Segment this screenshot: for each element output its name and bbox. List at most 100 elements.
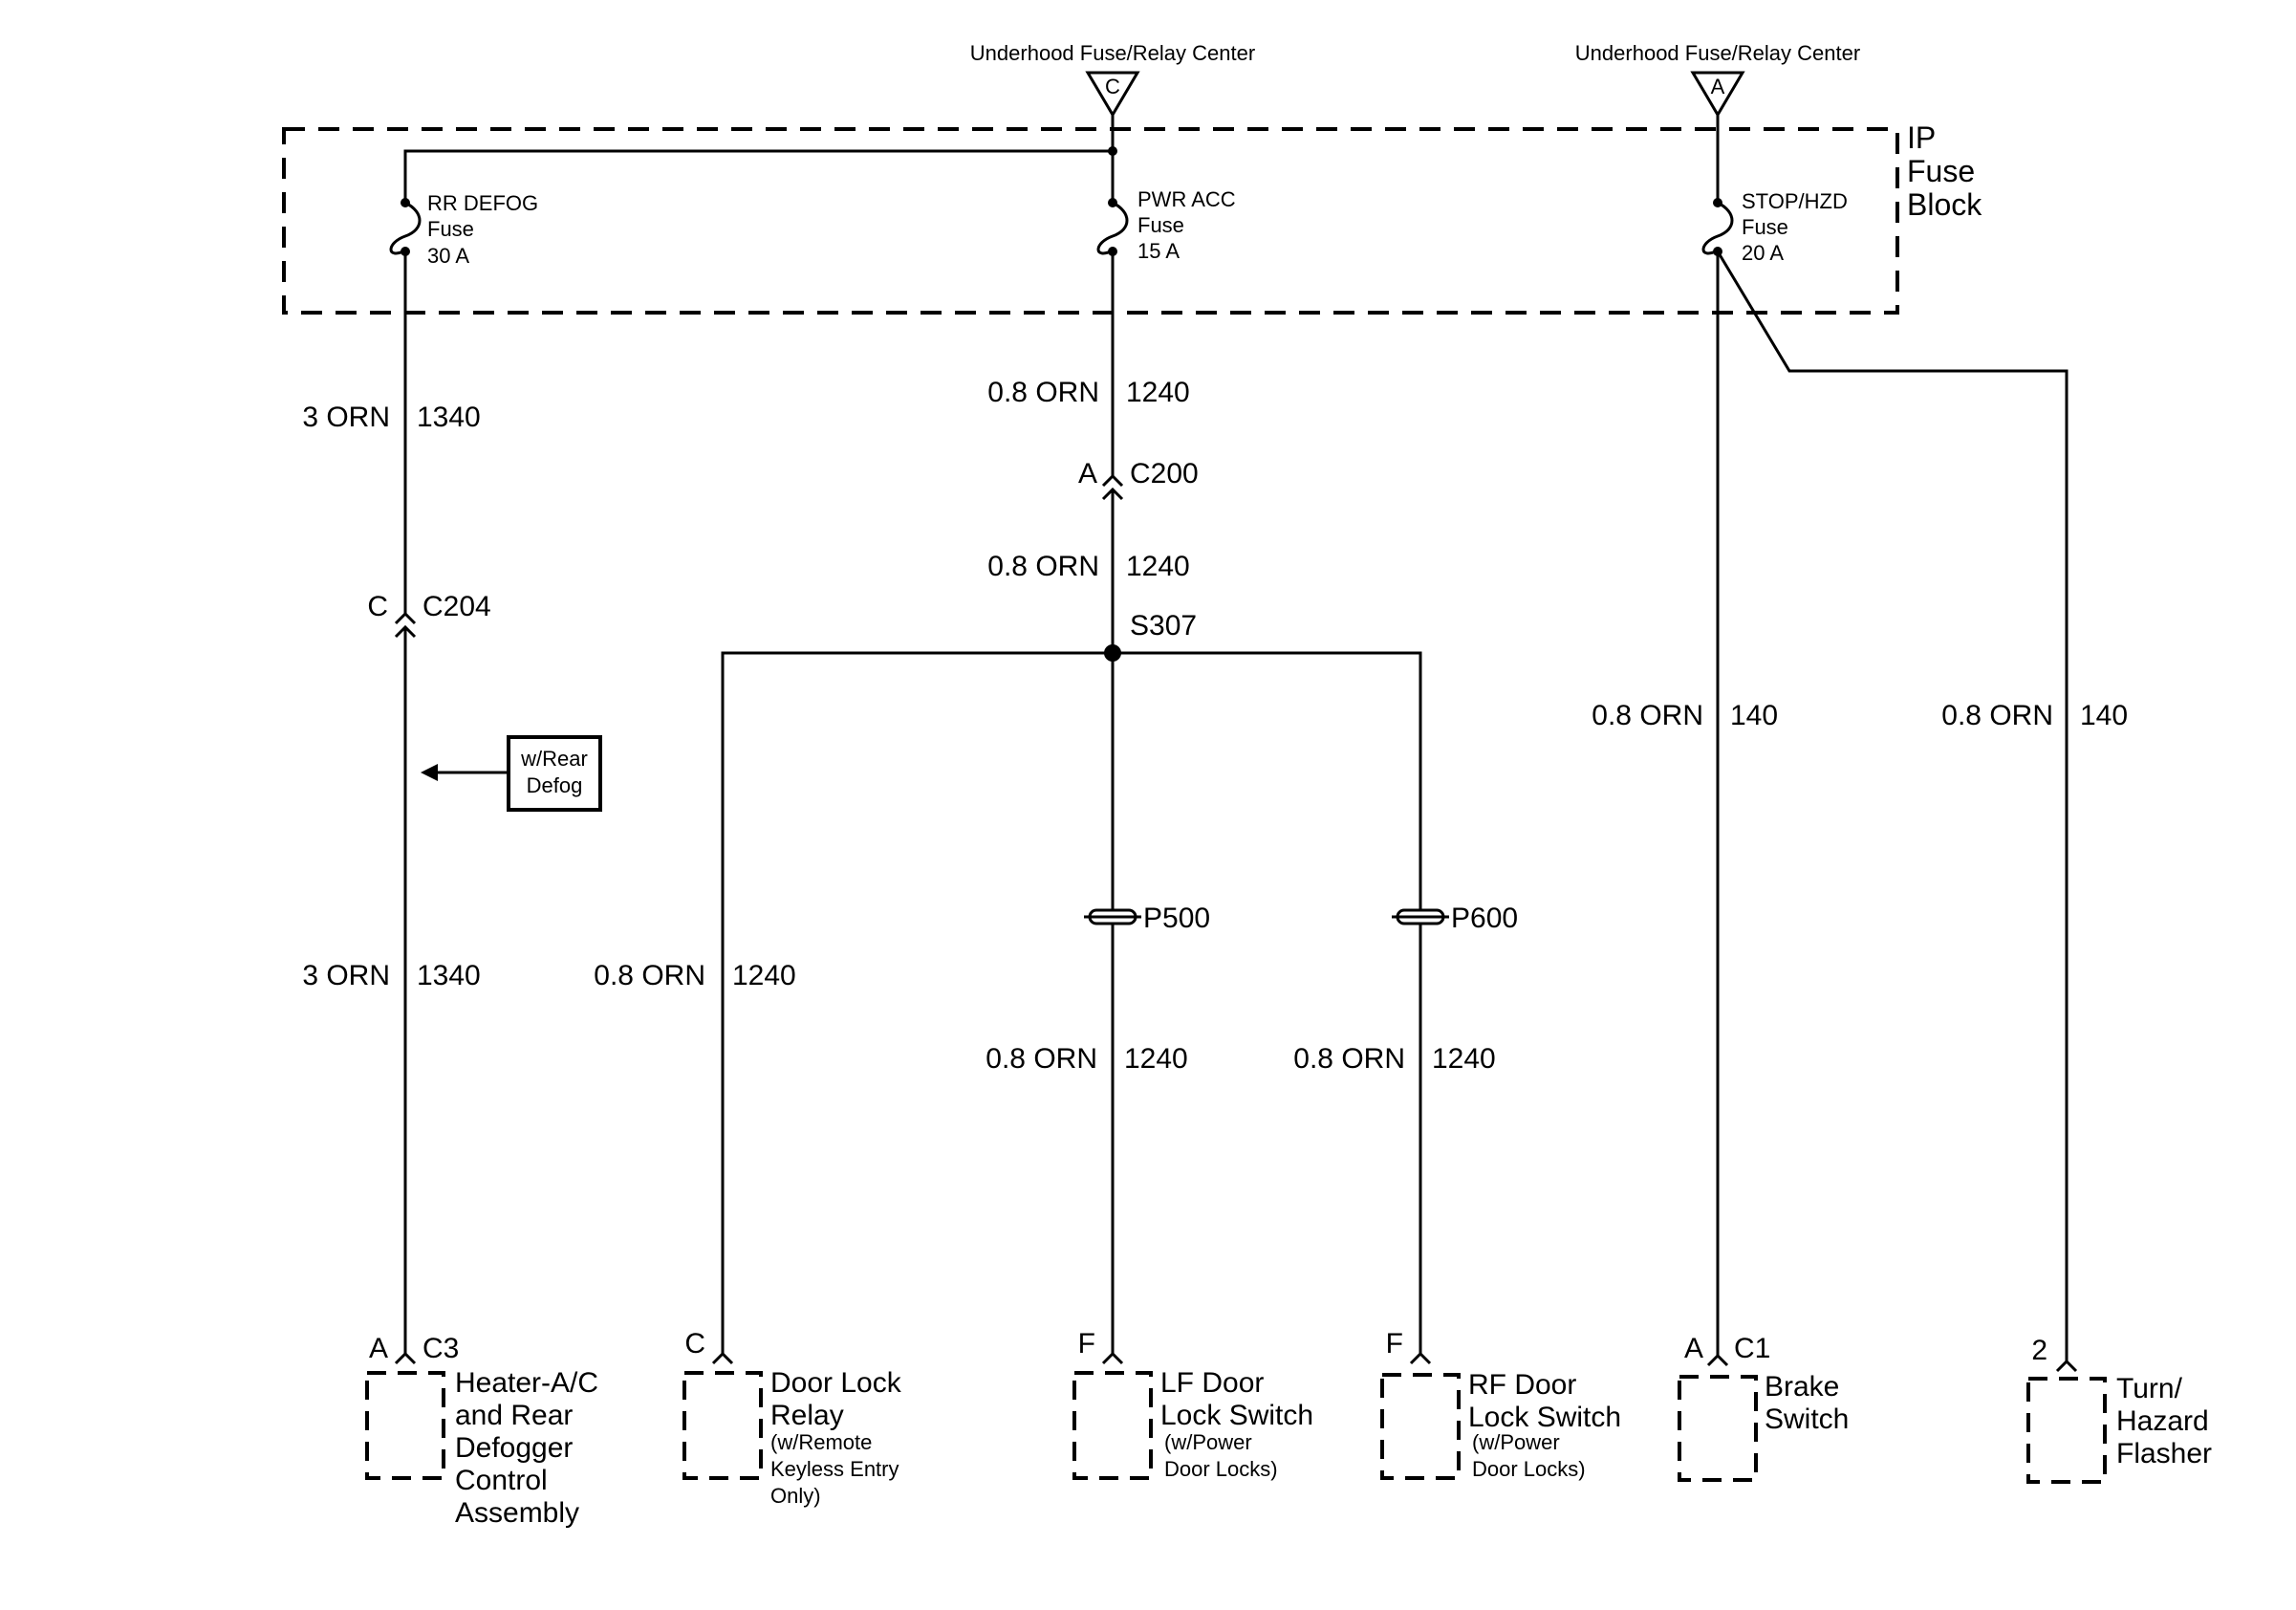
wire-1240-c200-size: 0.8 ORN	[987, 551, 1099, 582]
wire-140-brake-size: 0.8 ORN	[1592, 700, 1703, 731]
wire-1240-relay-circuit: 1240	[732, 960, 796, 991]
component-relay-box	[682, 1371, 763, 1480]
component-brake-pin: A	[1684, 1333, 1703, 1364]
component-rf-switch-box	[1380, 1373, 1461, 1480]
wire-140-flasher	[1716, 250, 2069, 1361]
wire-1240-rf-size: 0.8 ORN	[1293, 1043, 1405, 1075]
wire-1340-upper-size: 3 ORN	[302, 402, 390, 433]
component-rf-switch-line1: RF Door	[1468, 1369, 1576, 1401]
fuse-rr-defog-type: Fuse	[427, 217, 474, 241]
component-lf-switch-pin: F	[1078, 1328, 1095, 1360]
fuse-rr-defog-symbol	[389, 201, 422, 255]
source-c-triangle	[1085, 71, 1140, 118]
source-a-pin: A	[1711, 75, 1725, 98]
component-brake-line1: Brake	[1765, 1371, 1839, 1403]
component-heater-line5: Assembly	[455, 1497, 579, 1529]
wire-1340-upper-circuit: 1340	[417, 402, 481, 433]
component-flasher-pin: 2	[2031, 1335, 2047, 1366]
fuse-pwr-acc-rating: 15 A	[1137, 239, 1180, 263]
component-heater-terminal	[394, 1351, 417, 1365]
fuse-block-label-block: Block	[1907, 187, 1982, 222]
component-brake-line2: Switch	[1765, 1403, 1849, 1435]
source-c-title: Underhood Fuse/Relay Center	[970, 41, 1255, 65]
wire-1240-rf-circuit: 1240	[1432, 1043, 1496, 1075]
fuse-stop-hzd-rating: 20 A	[1742, 241, 1784, 265]
connector-c204-pin: C	[367, 591, 388, 622]
component-flasher-line2: Hazard	[2116, 1405, 2209, 1437]
fuse-pwr-acc-symbol	[1096, 201, 1129, 255]
component-relay-terminal	[711, 1351, 734, 1365]
option-note-arrowhead	[421, 764, 438, 781]
fuse-stop-hzd-symbol	[1701, 201, 1734, 255]
option-note-line1: w/Rear	[520, 747, 588, 771]
component-relay-note2: Keyless Entry	[770, 1457, 899, 1481]
wire-1240-c200-circuit: 1240	[1126, 551, 1190, 582]
wire-1240-relay-size: 0.8 ORN	[594, 960, 705, 991]
fuse-rr-defog-rating: 30 A	[427, 244, 469, 268]
wire-1240-fuse-circuit: 1240	[1126, 377, 1190, 408]
source-c-pin: C	[1105, 75, 1120, 98]
component-relay-note1: (w/Remote	[770, 1430, 872, 1454]
splice-s307-label: S307	[1130, 610, 1197, 642]
wire-140-brake-circuit: 140	[1730, 700, 1778, 731]
component-brake-box	[1678, 1375, 1758, 1482]
component-relay-note3: Only)	[770, 1484, 821, 1508]
component-heater-line1: Heater-A/C	[455, 1367, 598, 1399]
component-brake-terminal	[1706, 1353, 1729, 1367]
wire-1240-fuse-size: 0.8 ORN	[987, 377, 1099, 408]
component-brake-connector: C1	[1734, 1333, 1770, 1364]
component-heater-line3: Defogger	[455, 1432, 573, 1464]
wire-1340-lower-circuit: 1340	[417, 960, 481, 991]
splice-s307-branch-right	[1113, 651, 1422, 909]
component-heater-line2: and Rear	[455, 1400, 573, 1431]
bus-wire	[403, 115, 1115, 201]
splice-s307-branch-left	[721, 651, 1113, 1356]
fuse-pwr-acc-name: PWR ACC	[1137, 187, 1236, 211]
component-flasher-box	[2026, 1377, 2107, 1484]
wire-1240-lf-circuit: 1240	[1124, 1043, 1188, 1075]
component-rf-switch-note1: (w/Power	[1472, 1430, 1560, 1454]
fuse-stop-hzd-type: Fuse	[1742, 215, 1788, 239]
wire-140-flasher-size: 0.8 ORN	[1941, 700, 2053, 731]
passthrough-p600-label: P600	[1451, 903, 1518, 934]
component-relay-pin: C	[684, 1328, 705, 1360]
fuse-pwr-acc-type: Fuse	[1137, 213, 1184, 237]
component-relay-line1: Door Lock	[770, 1367, 902, 1399]
source-a-title: Underhood Fuse/Relay Center	[1575, 41, 1860, 65]
component-lf-switch-box	[1072, 1371, 1153, 1480]
passthrough-p500-label: P500	[1143, 903, 1210, 934]
component-relay-line2: Relay	[770, 1400, 844, 1431]
component-heater-connector: C3	[422, 1333, 459, 1364]
component-flasher-line1: Turn/	[2116, 1373, 2183, 1404]
component-rf-switch-pin: F	[1386, 1328, 1403, 1360]
component-lf-switch-line2: Lock Switch	[1160, 1400, 1313, 1431]
fuse-block-label-fuse: Fuse	[1907, 154, 1975, 188]
component-lf-switch-line1: LF Door	[1160, 1367, 1264, 1399]
ip-fuse-block-boundary	[282, 127, 1899, 315]
bus-junction	[1108, 146, 1117, 156]
component-heater-box	[365, 1371, 445, 1480]
fuse-rr-defog-name: RR DEFOG	[427, 191, 538, 215]
component-lf-switch-note2: Door Locks)	[1164, 1457, 1278, 1481]
wire-1340-lower-size: 3 ORN	[302, 960, 390, 991]
connector-c200-pin: A	[1078, 458, 1097, 490]
source-a-triangle	[1690, 71, 1745, 118]
fuse-block-label-ip: IP	[1907, 120, 1936, 155]
component-heater-pin: A	[369, 1333, 388, 1364]
component-rf-switch-note2: Door Locks)	[1472, 1457, 1586, 1481]
component-lf-switch-terminal	[1101, 1351, 1124, 1365]
option-note-box	[507, 735, 602, 812]
wire-140-flasher-circuit: 140	[2080, 700, 2128, 731]
connector-c200-name: C200	[1130, 458, 1199, 490]
component-flasher-line3: Flasher	[2116, 1438, 2212, 1469]
component-lf-switch-note1: (w/Power	[1164, 1430, 1252, 1454]
connector-c204-name: C204	[422, 591, 491, 622]
component-rf-switch-line2: Lock Switch	[1468, 1402, 1621, 1433]
wire-1240-lf-size: 0.8 ORN	[986, 1043, 1097, 1075]
fuse-stop-hzd-name: STOP/HZD	[1742, 189, 1848, 213]
option-note-line2: Defog	[527, 773, 583, 797]
component-rf-switch-terminal	[1409, 1351, 1432, 1365]
component-heater-line4: Control	[455, 1465, 548, 1496]
component-flasher-terminal	[2055, 1359, 2078, 1373]
